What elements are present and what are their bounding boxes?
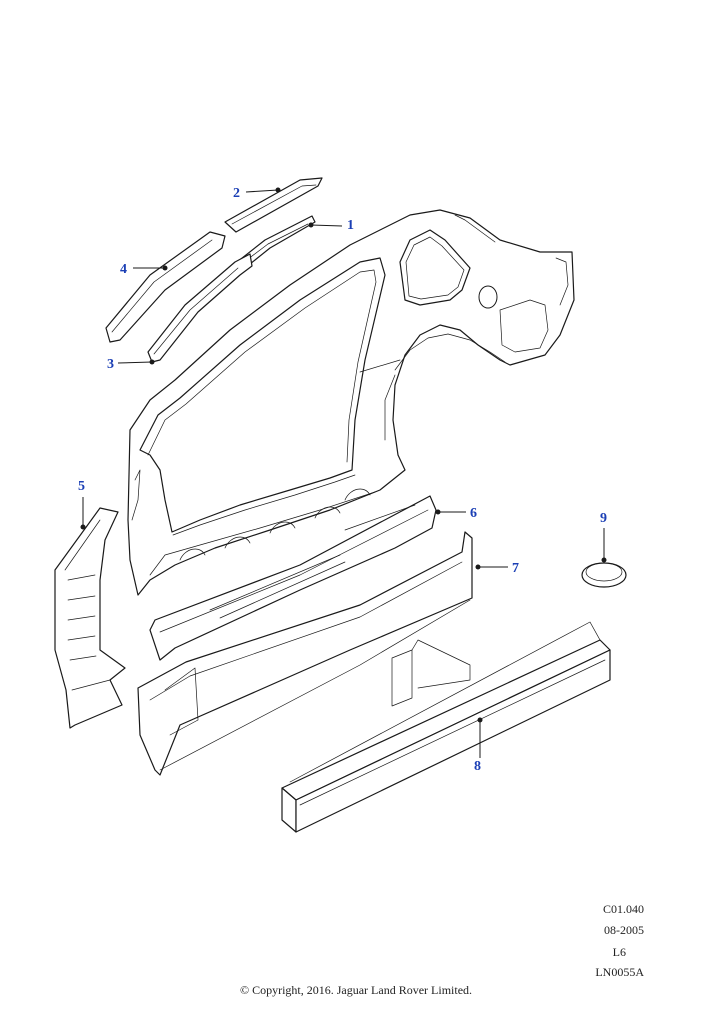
- callout-9: 9: [600, 511, 607, 526]
- callout-6: 6: [470, 506, 477, 521]
- part-8-floor-beam: [281, 621, 611, 833]
- callout-4: 4: [120, 262, 127, 277]
- part-2-roof-rail: [224, 177, 323, 233]
- callout-5: 5: [78, 479, 85, 494]
- diagram-variant: L6: [612, 945, 626, 959]
- leader-lines: [80, 187, 607, 758]
- copyright-notice: © Copyright, 2016. Jaguar Land Rover Lim…: [239, 983, 473, 997]
- callout-2: 2: [233, 186, 240, 201]
- callout-1: 1: [347, 218, 354, 233]
- diagram-code: C01.040: [602, 902, 644, 916]
- callout-8: 8: [474, 759, 481, 774]
- diagram-ref: LN0055A: [595, 965, 644, 979]
- part-6-sill-inner: [149, 495, 437, 661]
- diagram-date: 08-2005: [604, 923, 644, 937]
- part-5-pillar-lower: [54, 507, 126, 729]
- part-9-plug: [581, 562, 627, 588]
- callout-7: 7: [512, 561, 519, 576]
- part-3-a-pillar-inner: [147, 253, 253, 363]
- part-7-sill-outer: [137, 531, 473, 776]
- part-4-a-pillar-outer: [105, 231, 226, 343]
- body-side-panel: [127, 209, 575, 596]
- callout-3: 3: [107, 357, 114, 372]
